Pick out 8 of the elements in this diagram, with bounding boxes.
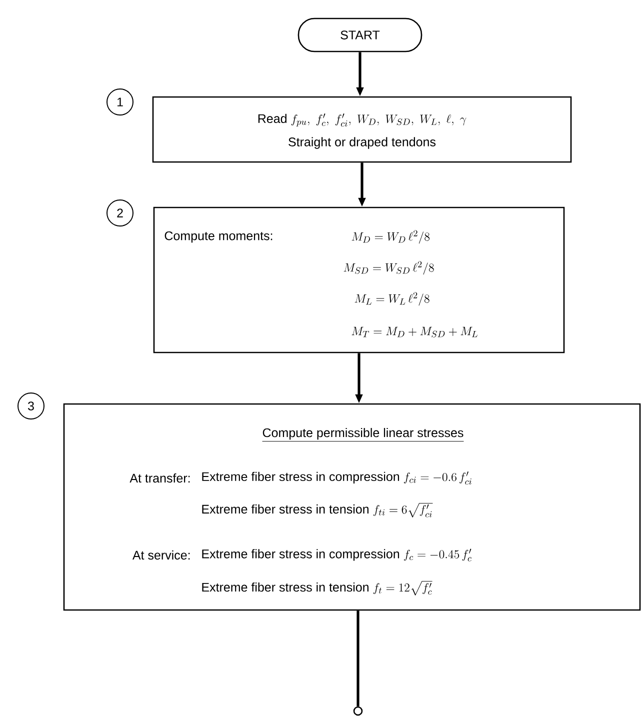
process-box: Compute permissible linear stresses At transfer: $\text{Extreme fiber stress in compression } f_{ci} = -0.6\,f'_{ci}$ $\text{Extreme fiber stress in tension } f_{ti} = 6\sqrt{f'_{ci}}$ At service: $\text{Extreme fiber stress in compression } f_{c} = -0.45\,f'_{c}$ $\text{Extreme fiber stress in tension } f_{t} = 12\sqrt{f'_{c}}$ (63, 403, 641, 611)
terminal-box: START (298, 18, 422, 52)
step-number: 2 (106, 200, 134, 226)
step-number: 3 (18, 392, 44, 420)
process-box: $\text{Read } f_{pu},\ f'_{c},\ f'_{ci},\ W_{D},\ W_{SD},\ W_{L},\ \ell,\ \gamma$ Straight or draped tendons (152, 96, 572, 163)
step-number: 1 (106, 88, 134, 116)
connector-circle (353, 706, 363, 716)
process-box: Compute moments: $M_{D} = W_{D}\,\ell^{2}/8$ $M_{SD} = W_{SD}\,\ell^{2}/8$ $M_{L} = W_{L}\,\ell^{2}/8$ $M_{T} = M_{D} + M_{SD} + M_{L}$ (153, 206, 565, 354)
